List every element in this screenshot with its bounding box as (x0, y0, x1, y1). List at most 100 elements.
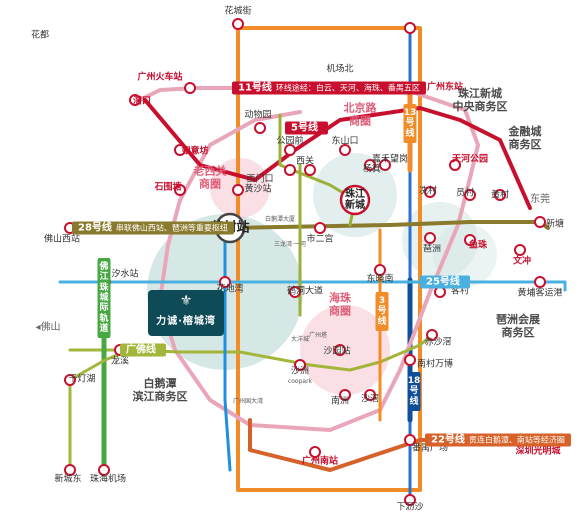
station-marker-shiergong (314, 222, 326, 234)
station-label-qiandenghu: 千灯湖 (68, 374, 96, 385)
station-marker-guangzhou_nanzhan (309, 446, 321, 458)
banner-guangfo-num: 广佛线 (126, 344, 156, 356)
station-label-tianhe_gongyuan: 天河公园 (451, 154, 489, 165)
banner-line-25-num: 25号线 (426, 276, 460, 288)
station-marker-nancun_wanbo (404, 354, 416, 366)
station-label-shiweitang: 石围塘 (154, 182, 182, 193)
station-label-shuixi: 汐水站 (111, 269, 139, 280)
station-label-gongyuanqian: 公园前 (276, 136, 304, 147)
landmark-coopark: coopark (287, 378, 313, 385)
station-marker-xiangang (404, 494, 416, 506)
station-marker-yuzhu (464, 234, 476, 246)
banner-line-11: 11号线环线途经：白云、天河、海珠、番禺五区 (232, 81, 426, 95)
station-label-wenchong: 文冲 (512, 256, 532, 267)
station-label-shajiao: 沙洲 (290, 366, 310, 377)
landmark-baietan_tower: 白鹅潭大厦 (264, 216, 296, 223)
station-label-huadu: 花都 (30, 30, 50, 41)
station-marker-huadiwan (219, 276, 231, 288)
station-marker-yuancun (464, 189, 476, 201)
station-marker-kecun (434, 286, 446, 298)
landmark-xuanwu: 广州国大湾 (232, 398, 264, 405)
zhujiang-hub-marker (339, 184, 371, 216)
district-haizhu: 海珠 商圈 (329, 291, 351, 317)
station-label-xiancun: 冼村 (418, 186, 438, 197)
station-marker-shayuan (334, 344, 346, 356)
station-label-huangpu_kezhan: 黄埔客运港 (517, 288, 563, 299)
banner-line-11-num: 11号线 (238, 82, 272, 94)
district-pazhou_hz: 琶洲会展 商务区 (496, 312, 540, 339)
station-label-guangzhou_dongzhan: 广州东站 (426, 82, 464, 93)
station-marker-dongwuyuan (254, 122, 266, 134)
station-marker-shiweitang (174, 184, 186, 196)
station-marker-ruyifang (174, 144, 186, 156)
station-label-xiangang: 下沥沙 (396, 502, 424, 513)
station-label-shayuan: 沙园站 (323, 346, 351, 357)
landmark-dajie: 大洋城 (290, 336, 310, 343)
station-marker-huangsha (232, 184, 244, 196)
banner-guangqing: 佛江珠城际轨道 (97, 258, 111, 339)
station-label-nanzhoumei: 南洲 (330, 396, 350, 407)
station-label-jiyinbeiqiao: 嘉禾望岗 (371, 154, 409, 165)
station-label-fanyu_guangchang: 番禺广场 (411, 443, 449, 454)
banner-line-13: 13号线 (403, 104, 417, 144)
station-label-shenzhen_guangming: 深圳光明城 (515, 446, 561, 457)
line-2 (223, 233, 232, 472)
station-marker-huangcun (494, 189, 506, 201)
station-marker-dongshao (374, 264, 386, 276)
banner-line-28-text: 串联佛山西站、琶洲等重要枢纽 (115, 223, 228, 233)
station-marker-zhuhai_jichang (98, 464, 110, 476)
station-marker-huachengjie (232, 18, 244, 30)
banner-line-22-num: 22号线 (431, 434, 465, 446)
station-marker-nanzhoumei (339, 389, 351, 401)
station-label-ximenkou: 西门口 (246, 174, 274, 185)
edge-foshan: ◂佛山 (35, 322, 61, 333)
station-label-yangji: 杨箕 (362, 164, 382, 175)
station-label-xintang: 新塘 (545, 219, 565, 230)
banner-line-5-num: 5号线 (291, 122, 318, 134)
hub-zhujiang: 珠江 新城 (345, 189, 365, 211)
station-label-yuancun: 员村 (455, 188, 475, 199)
station-label-foshan_xizhan: 佛山西站 (43, 234, 81, 245)
station-label-shiergong: 市二宫 (306, 234, 334, 245)
logo-name: 力诚·榕城湾 (156, 316, 216, 327)
station-label-hezhou: 鹤洞大道 (286, 286, 324, 297)
station-label-shajiao2: 沙滘 (360, 394, 380, 405)
station-marker-dongshankou (339, 144, 351, 156)
station-marker-gongyuanqian (284, 144, 296, 156)
station-label-guangzhou_nanzhan: 广州南站 (301, 456, 339, 467)
logo-mark-icon: ⚜ (179, 293, 193, 309)
station-label-dongwuyuan: 动物园 (244, 110, 272, 121)
edge-dongguan: 东莞 (530, 194, 550, 205)
station-label-huadiwan: 花地湾 (216, 284, 244, 295)
station-marker-fanyu_guangchang (404, 434, 416, 446)
pazhou-bubble-2 (433, 223, 497, 287)
station-label-xunkou: 滘口 (132, 96, 152, 107)
station-marker-xinan (284, 164, 296, 176)
banner-line-28-num: 28号线 (78, 222, 112, 234)
station-marker-wenchong (514, 244, 526, 256)
station-marker-tianhe_kejie (404, 22, 416, 34)
station-marker-xunkou (129, 94, 141, 106)
banner-line-5: 5号线 (285, 121, 328, 135)
station-marker-shajiao (294, 359, 306, 371)
station-label-ruyifang: 如意坊 (181, 146, 209, 157)
station-label-xinan: 西关 (295, 156, 315, 167)
station-marker-tianhe_gongyuan (449, 159, 461, 171)
station-label-longxi: 龙溪 (110, 356, 130, 367)
station-marker-shajiao2 (364, 389, 376, 401)
station-label-kecun: 客村 (450, 286, 470, 297)
station-marker-hezhou (289, 286, 301, 298)
district-jinrongcheng: 金融城 商务区 (508, 124, 542, 151)
landmark-guangzhou_tower: 广州塔 (308, 332, 328, 339)
station-label-guangzhou_huochezhan: 广州火车站 (137, 72, 183, 83)
banner-line-25: 25号线 (420, 275, 470, 289)
station-label-dongshankou: 东山口 (331, 136, 359, 147)
station-marker-yangji (364, 159, 376, 171)
station-label-nancun_wanbo: 南村万博 (416, 359, 454, 370)
station-label-huachengjie: 花城街 (224, 6, 252, 17)
station-marker-chisha (426, 329, 438, 341)
banner-guangfo: 广佛线 (120, 343, 166, 357)
banner-line-28: 28号线串联佛山西站、琶洲等重要枢纽 (72, 221, 234, 235)
